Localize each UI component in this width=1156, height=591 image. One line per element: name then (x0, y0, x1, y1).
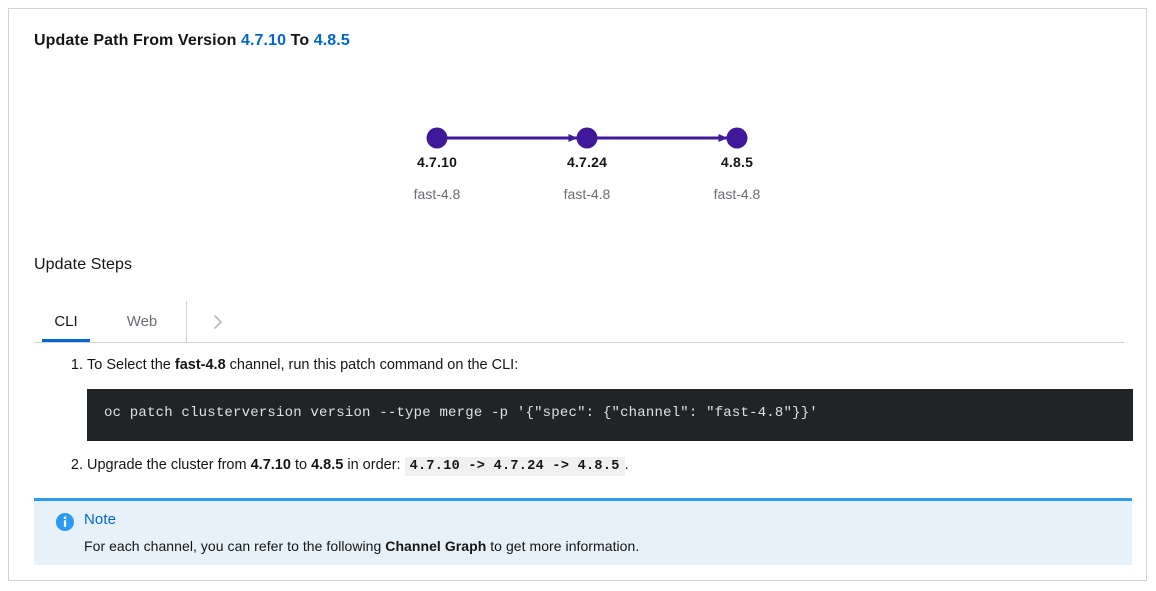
graph-node-version: 4.8.5 (720, 154, 754, 170)
graph-node-labels: 4.7.10 fast-4.8 4.7.24 fast-4.8 4.8.5 fa… (9, 104, 1146, 219)
step-2-to-version: 4.8.5 (311, 457, 344, 473)
note-alert: Note For each channel, you can refer to … (34, 498, 1132, 565)
step-1-text: To Select the fast-4.8 channel, run this… (87, 357, 1128, 373)
page-title-conjunction: To (290, 32, 310, 49)
page-title-to-version: 4.8.5 (313, 32, 350, 49)
step-2: 2. Upgrade the cluster from 4.7.10 to 4.… (9, 457, 1146, 479)
note-alert-channel-graph: Channel Graph (385, 538, 487, 554)
update-path-card: Update Path From Version 4.7.10 To 4.8.5… (8, 8, 1147, 581)
step-2-order-code: 4.7.10 -> 4.7.24 -> 4.8.5 (404, 457, 625, 476)
note-alert-body-before: For each channel, you can refer to the f… (84, 538, 386, 554)
step-1-marker: 1. (70, 357, 83, 373)
tabs-scroll-right-button[interactable] (186, 301, 248, 342)
update-steps-tabs: CLI Web (34, 301, 1124, 343)
step-1-channel: fast-4.8 (174, 357, 226, 373)
step-2-text-middle: to (290, 457, 312, 473)
tab-cli[interactable]: CLI (34, 301, 98, 342)
step-2-marker: 2. (70, 457, 83, 473)
graph-node-channel: fast-4.8 (563, 186, 611, 202)
note-alert-body-after: to get more information. (486, 538, 640, 554)
update-path-graph-svg (426, 127, 748, 149)
step-1-text-after: channel, run this patch command on the C… (225, 357, 519, 373)
step-1-text-before: To Select the (87, 357, 175, 373)
page-title-prefix: Update Path From Version (34, 32, 237, 49)
graph-node-2[interactable] (726, 127, 748, 149)
chevron-right-icon (213, 315, 222, 329)
step-2-text-end: . (624, 457, 629, 473)
graph-node-1[interactable] (576, 127, 598, 149)
graph-node-version: 4.7.24 (566, 154, 608, 170)
note-alert-title: Note (84, 511, 117, 528)
note-alert-body: For each channel, you can refer to the f… (84, 538, 639, 554)
page-title: Update Path From Version 4.7.10 To 4.8.5 (34, 32, 350, 50)
update-path-graph: 4.7.10 fast-4.8 4.7.24 fast-4.8 4.8.5 fa… (9, 104, 1146, 219)
tab-web[interactable]: Web (126, 313, 158, 330)
step-2-text-before: Upgrade the cluster from (87, 457, 251, 473)
graph-node-channel: fast-4.8 (713, 186, 761, 202)
graph-node-version: 4.7.10 (416, 154, 458, 170)
step-2-text: Upgrade the cluster from 4.7.10 to 4.8.5… (87, 457, 1128, 476)
graph-node-channel: fast-4.8 (413, 186, 461, 202)
step-2-text-after: in order: (343, 457, 405, 473)
graph-node-0[interactable] (426, 127, 448, 149)
step-1: 1. To Select the fast-4.8 channel, run t… (9, 357, 1146, 379)
cli-command-text: oc patch clusterversion version --type m… (104, 405, 818, 421)
info-circle-icon (56, 513, 74, 531)
step-2-from-version: 4.7.10 (250, 457, 291, 473)
cli-command-code-block[interactable]: oc patch clusterversion version --type m… (87, 389, 1133, 441)
page-title-from-version: 4.7.10 (241, 32, 287, 49)
update-steps-title: Update Steps (34, 256, 133, 273)
